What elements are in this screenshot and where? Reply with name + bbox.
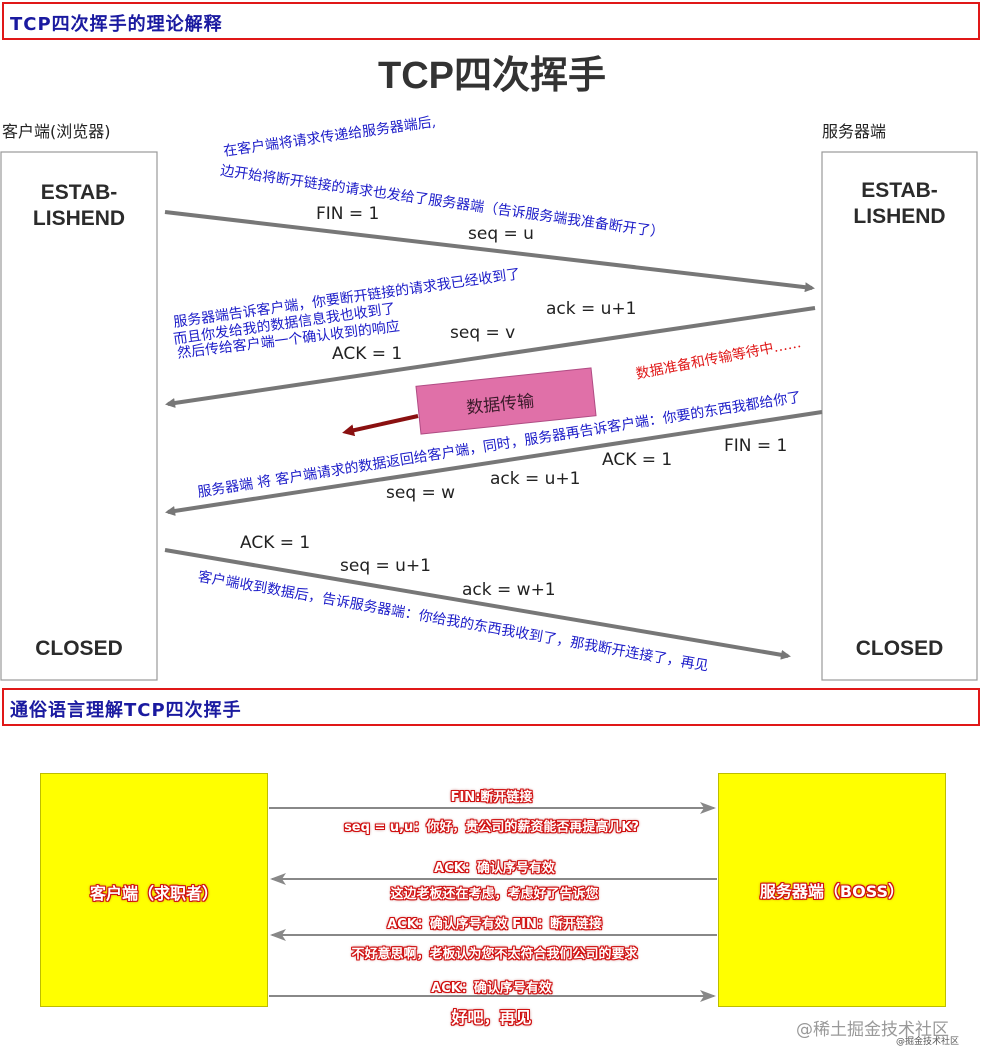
msg4-bottom: 好吧，再见 xyxy=(451,1008,532,1027)
watermark: @稀土掘金技术社区 xyxy=(796,1020,949,1040)
section-header-analogy: 通俗语言理解TCP四次挥手 xyxy=(2,688,980,726)
arrow-fin-client-to-server xyxy=(164,210,815,293)
arrow-ack-server-to-client xyxy=(165,306,816,408)
seg3-ack-num: ack = u+1 xyxy=(490,469,581,489)
seg2-ack-flag: ACK = 1 xyxy=(332,344,403,364)
msg2-bottom: 这边老板还在考虑，考虑好了告诉您 xyxy=(390,887,599,902)
section-header-theory-text: TCP四次挥手的理论解释 xyxy=(10,14,223,35)
boss-label: 服务器端（BOSS） xyxy=(759,882,905,901)
msg4-top: ACK：确认序号有效 xyxy=(431,981,552,996)
section-header-analogy-text: 通俗语言理解TCP四次挥手 xyxy=(10,700,242,721)
seg2-seq: seq = v xyxy=(450,323,516,343)
job-seeker-box xyxy=(40,773,268,1007)
client-timeline-box xyxy=(0,151,158,681)
arrow-ack-client-to-server xyxy=(164,548,791,660)
job-seeker-label: 客户端（求职者） xyxy=(89,884,218,903)
watermark-small: @掘金技术社区 xyxy=(896,1037,960,1047)
seg3-ack-flag: ACK = 1 xyxy=(602,450,673,470)
seg1-fin: FIN = 1 xyxy=(316,204,380,224)
seg3-seq: seq = w xyxy=(386,483,456,503)
section-header-theory: TCP四次挥手的理论解释 xyxy=(2,2,980,40)
server-state-closed: CLOSED xyxy=(855,637,944,660)
msg2-top: ACK：确认序号有效 xyxy=(434,861,555,876)
diagram-title: TCP四次挥手 xyxy=(377,55,606,97)
seg2-ack-num: ack = u+1 xyxy=(546,299,637,319)
seg4-ack-num: ack = w+1 xyxy=(462,580,556,600)
client-state-established: ESTAB- LISHEND xyxy=(32,181,126,230)
seg4-seq: seq = u+1 xyxy=(340,556,431,576)
client-label: 客户端(浏览器) xyxy=(2,122,111,141)
msg1-bottom: seq = u,u：你好，贵公司的薪资能否再提高几K? xyxy=(344,820,639,835)
diagram-lines xyxy=(0,151,978,681)
seg1-seq: seq = u xyxy=(468,224,534,244)
seg4-ack-flag: ACK = 1 xyxy=(240,533,311,553)
data-transfer-arrow xyxy=(342,414,419,437)
msg1-top: FIN:断开链接 xyxy=(450,790,533,805)
msg3-bottom: 不好意思啊，老板认为您不太符合我们公司的要求 xyxy=(351,947,638,962)
server-state-established: ESTAB- LISHEND xyxy=(853,179,946,228)
boss-box xyxy=(718,773,946,1007)
client-state-closed: CLOSED xyxy=(35,637,123,660)
server-label: 服务器端 xyxy=(822,122,887,141)
msg3-top: ACK：确认序号有效 FIN：断开链接 xyxy=(387,917,602,932)
server-timeline-box xyxy=(821,151,978,681)
seg3-fin: FIN = 1 xyxy=(724,436,788,456)
arrow-fin-server-to-client xyxy=(165,410,823,516)
